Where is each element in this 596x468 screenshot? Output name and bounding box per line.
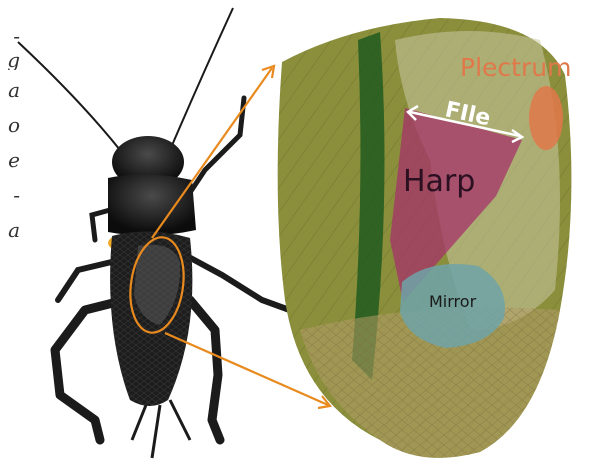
magnified-wing: [278, 18, 572, 458]
antenna-left: [18, 42, 120, 150]
harp-label: Harp: [403, 164, 475, 199]
front-leg-left: [92, 210, 110, 240]
hind-leg-right: [190, 300, 220, 440]
cricket-pronotum: [108, 174, 196, 235]
cerci: [132, 400, 190, 458]
antenna-right: [170, 8, 233, 150]
plectrum-region: [529, 86, 563, 150]
mirror-label: Mirror: [429, 292, 477, 311]
plectrum-label: Plectrum: [460, 53, 571, 82]
middle-leg-right: [185, 255, 295, 312]
